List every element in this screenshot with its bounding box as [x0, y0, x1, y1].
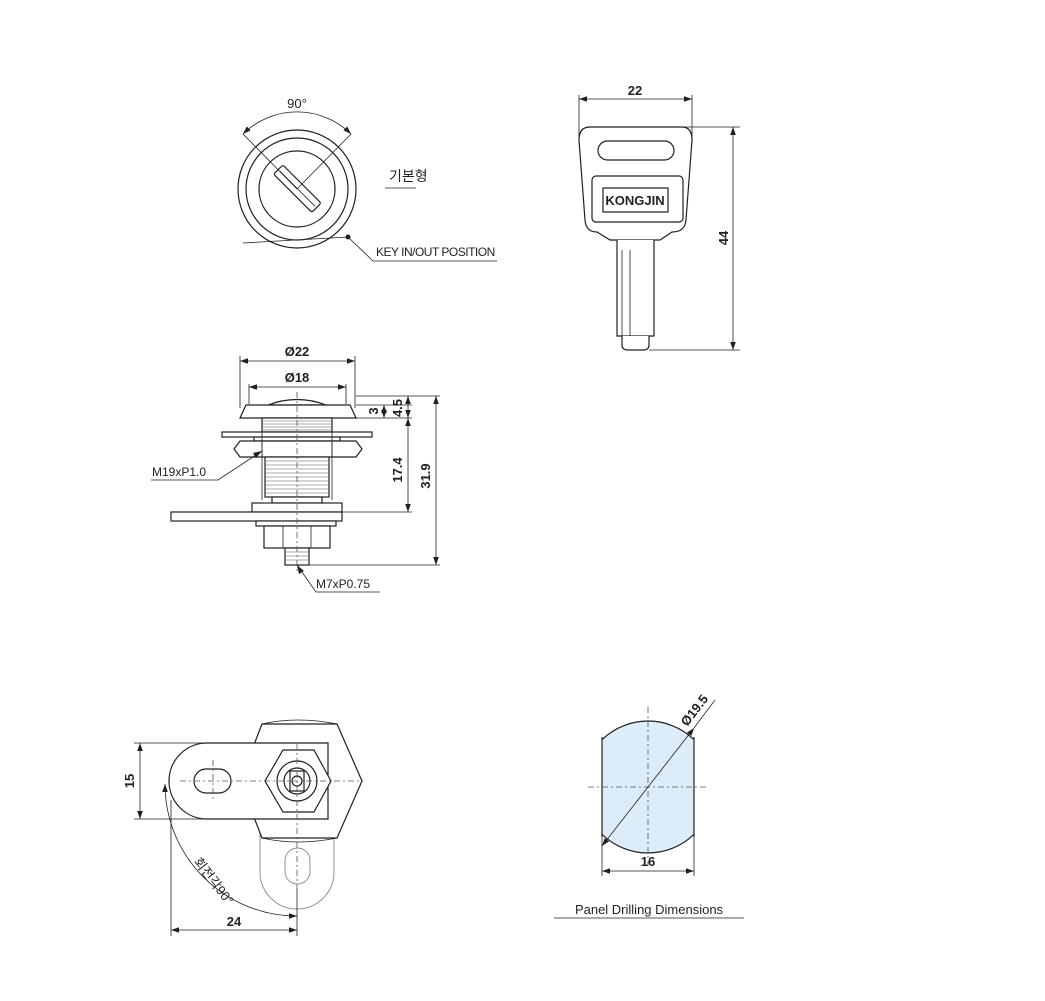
shaft-thread-label: M7xP0.75: [316, 577, 370, 591]
lock-head: [239, 404, 357, 419]
top-view: 90° 기본형 KEY IN/OUT POSITION: [237, 96, 497, 262]
key-ring-slot: [597, 140, 675, 161]
body-thread-label: M19xP1.0: [152, 465, 206, 479]
key-position-label: KEY IN/OUT POSITION: [376, 245, 495, 259]
key-length-label: 44: [716, 230, 731, 245]
dim-17-4-label: 17.4: [390, 457, 405, 483]
panel-drilling-title: Panel Drilling Dimensions: [575, 902, 724, 917]
key-cylinder: [258, 150, 336, 228]
dim-15-label: 15: [122, 774, 137, 788]
dim-3-label: 3: [366, 407, 381, 414]
dim-4-5-label: 4.5: [390, 399, 405, 417]
key-view: KONGJIN 22 44: [578, 83, 740, 351]
key-blade: [616, 240, 655, 337]
key-brand-box: [602, 187, 669, 213]
rear-view: 15 24 회전각90°: [122, 719, 363, 936]
rotation-arc: [242, 111, 352, 135]
rotation-note: 회전각90°: [191, 855, 237, 908]
side-view: Ø22 Ø18: [151, 344, 440, 593]
key-brand: KONGJIN: [605, 193, 664, 208]
mounting-nut: [233, 440, 363, 458]
rotation-90-arc: [162, 783, 298, 919]
dim-31-9-label: 31.9: [418, 463, 433, 488]
outer-diameter-label: Ø22: [285, 344, 310, 359]
panel-diameter-dim: [601, 727, 695, 847]
cam-plate: [170, 511, 343, 522]
dim-24-label: 24: [227, 914, 242, 929]
panel-width-label: 16: [641, 854, 655, 869]
panel-drilling-view: Ø19.5 16 Panel Drilling Dimensions: [554, 692, 744, 919]
key-label-frame: [591, 175, 684, 223]
inner-diameter-label: Ø18: [285, 370, 310, 385]
type-label: 기본형: [389, 169, 428, 185]
panel-diameter-label: Ø19.5: [678, 692, 712, 729]
rotation-angle-label: 90°: [287, 96, 307, 111]
key-width-label: 22: [628, 83, 642, 98]
